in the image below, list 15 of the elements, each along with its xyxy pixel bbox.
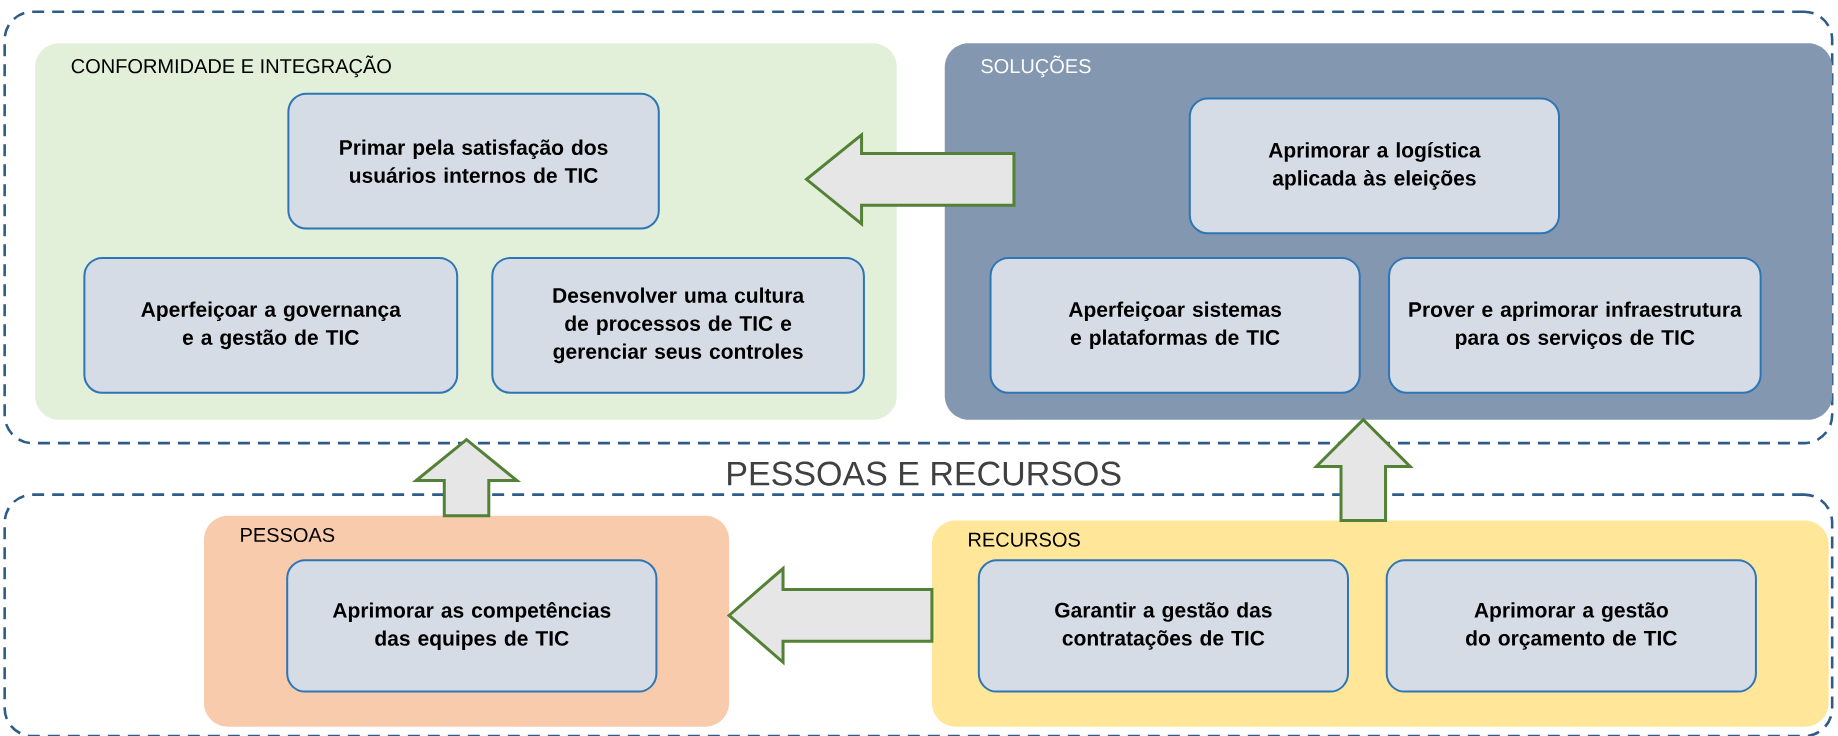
goal-box: Aprimorar a gestão do orçamento de TIC	[1385, 559, 1757, 693]
goal-box: Primar pela satisfação dos usuários internos de TIC	[287, 92, 660, 230]
goal-box: Garantir a gestão das contratações de TIC	[977, 559, 1349, 693]
dashed-frame	[3, 10, 1834, 445]
block-arrow	[804, 131, 1016, 228]
block-arrow	[1312, 417, 1414, 522]
goal-box: Aperfeiçoar sistemas e plataformas de TIC	[989, 256, 1361, 394]
goal-box: Aperfeiçoar a governança e a gestão de TIC	[83, 256, 459, 394]
block-arrow	[726, 565, 934, 666]
goal-box: Prover e aprimorar infraestrutura para os serviços de TIC	[1388, 256, 1762, 394]
section-title: PESSOAS E RECURSOS	[728, 461, 1121, 486]
goal-box: Aprimorar as competências das equipes de TIC	[286, 559, 658, 693]
goal-box: Aprimorar a logística aplicada às eleições	[1188, 97, 1560, 235]
block-arrow	[411, 437, 522, 518]
goal-box: Desenvolver uma cultura de processos de TIC e gerenciar seus controles	[491, 256, 865, 394]
